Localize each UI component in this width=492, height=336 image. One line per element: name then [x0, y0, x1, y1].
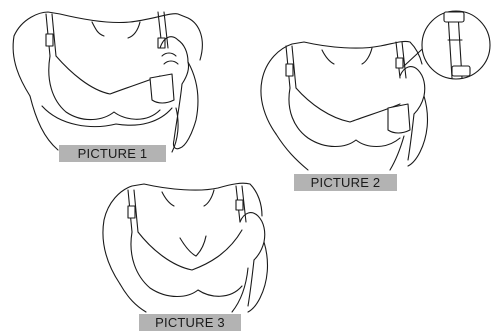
zoomed-clip-top	[444, 12, 464, 22]
torso-outline	[14, 12, 202, 60]
zoomed-clip-bottom	[452, 66, 470, 76]
right-strap-adjuster	[396, 58, 403, 68]
picture-2-illustration	[261, 11, 490, 170]
picture-2-label: PICTURE 2	[294, 174, 397, 191]
picture-3-illustration	[103, 183, 268, 312]
picture-1-label: PICTURE 1	[59, 145, 166, 162]
cup-flap	[150, 74, 174, 103]
right-strap-adjuster	[158, 38, 165, 48]
picture-3-label: PICTURE 3	[139, 314, 241, 331]
left-strap-adjuster	[46, 34, 53, 46]
picture-1-illustration	[13, 12, 202, 152]
